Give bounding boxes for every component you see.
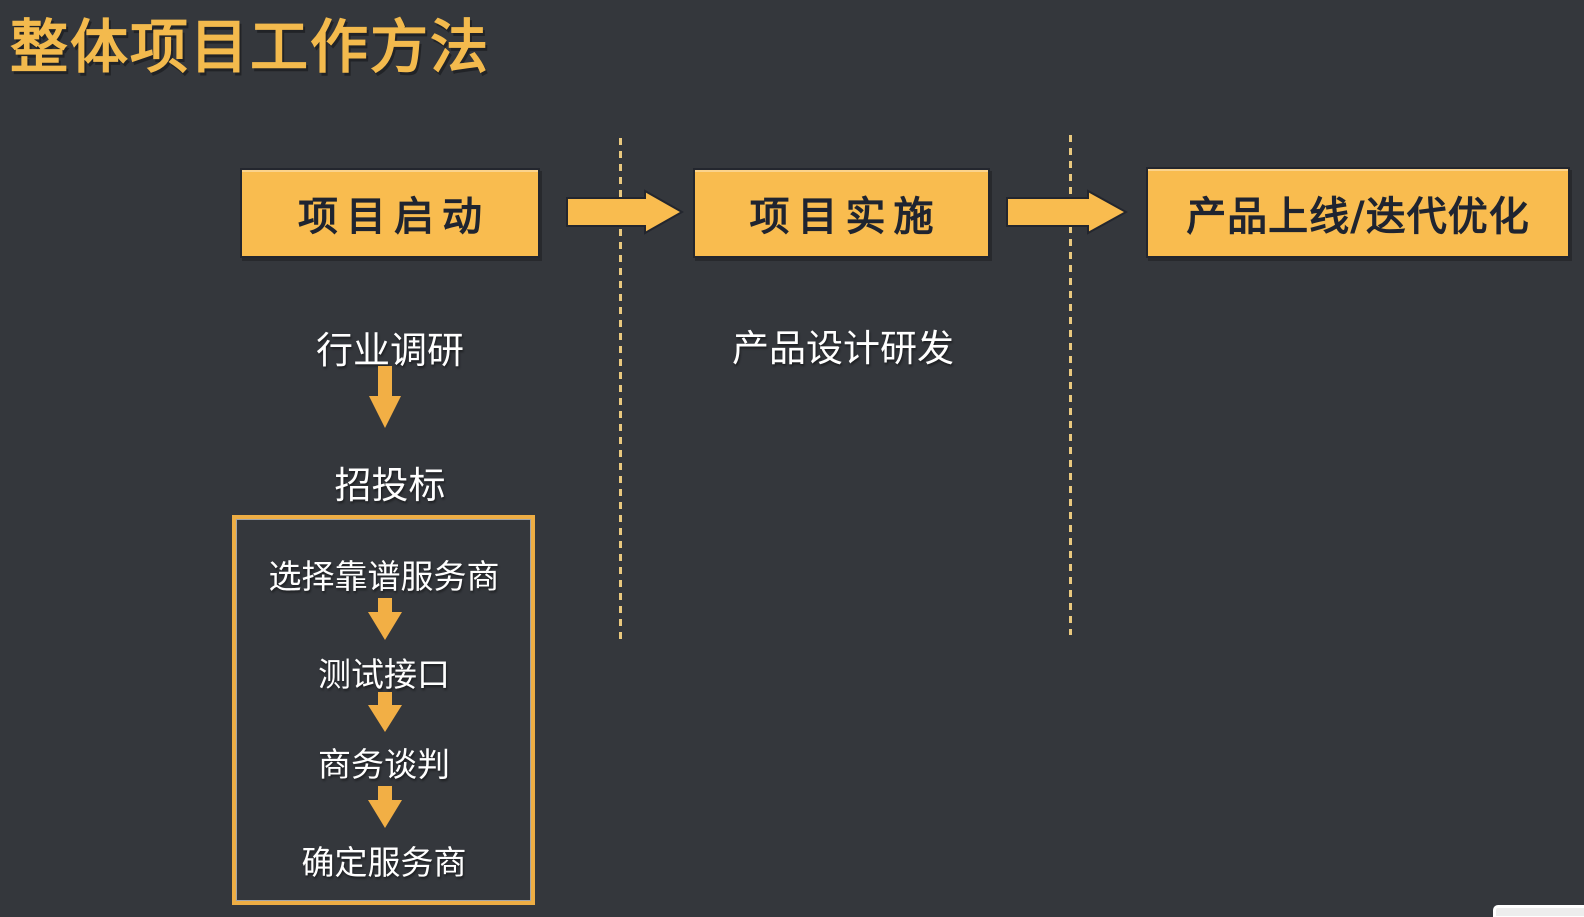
substeps-container bbox=[232, 515, 535, 905]
substep-test-interface: 测试接口 bbox=[318, 655, 450, 694]
flow-node-label: 项目实施 bbox=[749, 194, 942, 240]
step-industry-research: 行业调研 bbox=[316, 329, 464, 372]
flow-node-label: 产品上线/迭代优化 bbox=[1186, 193, 1530, 240]
substep-confirm-provider: 确定服务商 bbox=[301, 843, 467, 882]
arrow-right-icon bbox=[566, 189, 684, 235]
substep-select-provider: 选择靠谱服务商 bbox=[268, 557, 500, 596]
flow-node-project-implementation: 项目实施 bbox=[693, 168, 990, 258]
step-product-design-rnd: 产品设计研发 bbox=[732, 327, 954, 370]
substep-business-negotiation: 商务谈判 bbox=[318, 745, 450, 784]
arrow-right-icon bbox=[1006, 189, 1128, 235]
arrow-down-icon bbox=[369, 366, 401, 428]
step-bidding: 招投标 bbox=[334, 464, 446, 507]
arrow-down-icon bbox=[368, 692, 402, 732]
phase-divider-2 bbox=[1069, 135, 1072, 635]
page-title: 整体项目工作方法 bbox=[10, 13, 491, 81]
phase-divider-1 bbox=[619, 138, 622, 645]
arrow-down-icon bbox=[368, 786, 402, 828]
flow-node-label: 项目启动 bbox=[298, 194, 490, 240]
flow-node-product-launch: 产品上线/迭代优化 bbox=[1146, 167, 1570, 258]
arrow-down-icon bbox=[368, 598, 402, 640]
flow-node-project-start: 项目启动 bbox=[240, 168, 540, 258]
bottom-right-panel-fragment bbox=[1493, 905, 1584, 917]
